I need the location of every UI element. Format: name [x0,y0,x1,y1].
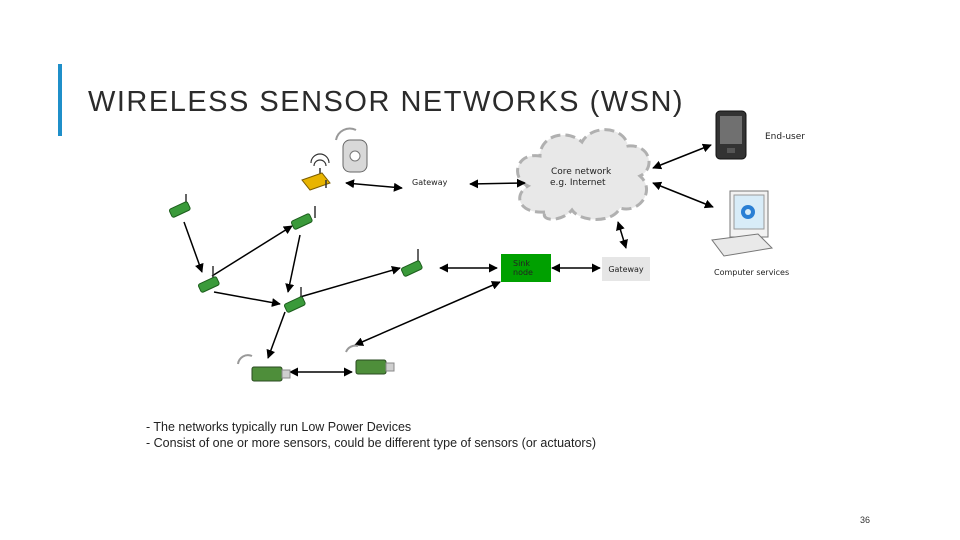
sensor-mote-icon [400,249,423,277]
gateway-label-right: Gateway [608,264,644,274]
link-mote-d-e [299,265,401,298]
note-item: - Consist of one or more sensors, could … [146,436,596,450]
gateway-box-right: Gateway [602,257,650,281]
sink-node-box: Sink node [501,254,551,282]
usb-mote-icon [345,344,395,375]
link-mote-b-d [213,291,281,307]
sink-node-label-line2: node [513,268,533,277]
computer-services-label: Computer services [714,268,790,277]
slide-title: WIRELESS SENSOR NETWORKS (WSN) [88,86,685,118]
sensor-mote-icon [168,194,191,218]
link-cloud-gateway2 [616,221,628,249]
sensor-mote-icon [283,287,306,313]
link-pir-gateway [345,179,403,192]
core-network-cloud [516,128,651,221]
motion-sensor-icon [335,127,368,173]
core-network-label-line1: Core network [551,167,612,177]
pda-icon [715,110,747,160]
wifi-router-icon [301,153,331,191]
notes-list: - The networks typically run Low Power D… [146,419,596,451]
gateway-label-top: Gateway [412,178,448,187]
link-mote-a-b [183,221,204,273]
usb-mote-icon [237,354,291,382]
sensor-mote-icon [290,206,316,230]
sink-node-label-line1: Sink [513,259,531,268]
end-user-label: End-user [765,132,805,142]
page-number: 36 [860,515,871,525]
link-cloud-computer [652,181,714,209]
link-mote-c-d [285,234,301,293]
link-cloud-enduser [652,143,712,170]
link-mote-b-c [211,225,293,277]
core-network-label-line2: e.g. Internet [550,178,606,188]
sensor-mote-icon [197,266,220,293]
computer-icon [711,190,774,257]
link-gateway-cloud [469,178,526,189]
note-item: - The networks typically run Low Power D… [146,420,412,434]
link-sink-usb [354,281,501,346]
link-mote-d-usb [266,311,286,359]
title-accent-bar [58,64,62,136]
